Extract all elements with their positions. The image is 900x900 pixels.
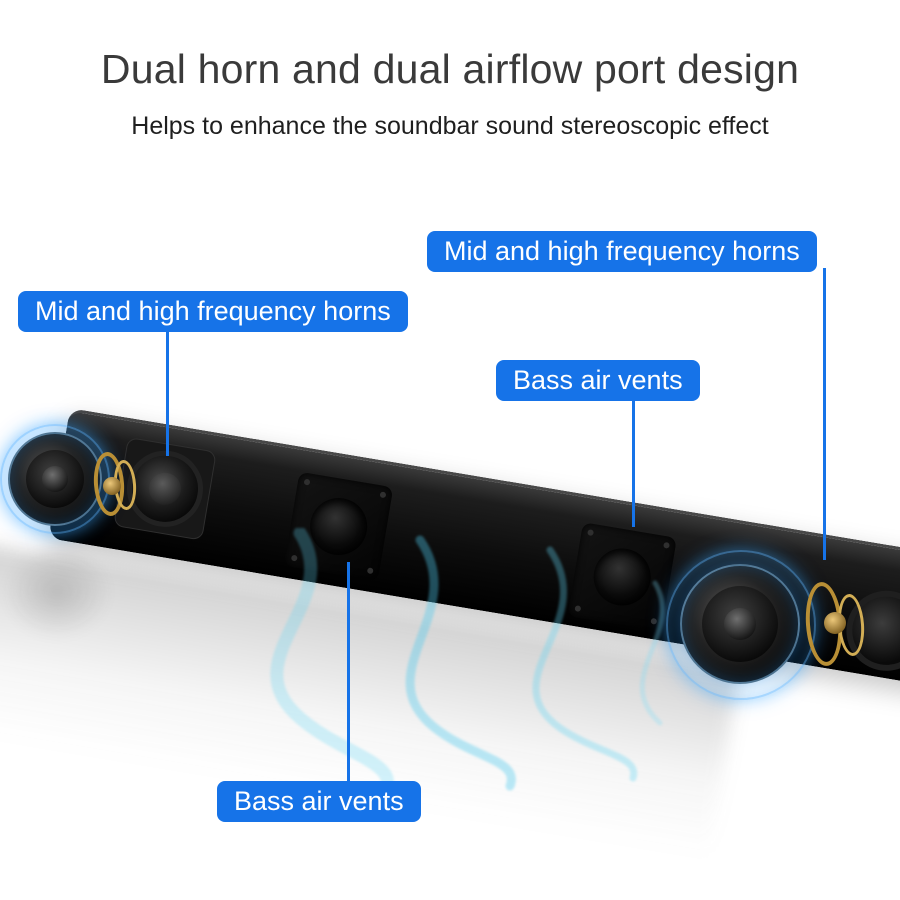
page-subtitle: Helps to enhance the soundbar sound ster… <box>131 112 769 140</box>
speaker-reflection <box>2 545 112 640</box>
magnet-dome <box>103 477 121 495</box>
speaker-dust-cap <box>42 466 68 492</box>
speaker-dust-cap <box>724 608 756 640</box>
screw-icon <box>379 491 387 499</box>
speaker-glow-ring <box>666 550 816 700</box>
callout-vents-top: Bass air vents <box>496 360 700 401</box>
callout-horns-left: Mid and high frequency horns <box>18 291 408 332</box>
left-exploded-speaker <box>0 420 150 555</box>
page-title: Dual horn and dual airflow port design <box>100 46 800 92</box>
right-exploded-speaker <box>660 548 900 708</box>
callout-line-horns-left <box>166 328 169 456</box>
callout-line-horns-right <box>823 268 826 560</box>
callout-horns-right: Mid and high frequency horns <box>427 231 817 272</box>
magnet-dome <box>824 612 846 634</box>
callout-line-vents-bottom <box>347 562 350 784</box>
airflow-swirls-icon <box>270 528 665 797</box>
callout-line-vents-top <box>632 395 635 527</box>
callout-vents-bottom: Bass air vents <box>217 781 421 822</box>
screw-icon <box>303 478 311 486</box>
